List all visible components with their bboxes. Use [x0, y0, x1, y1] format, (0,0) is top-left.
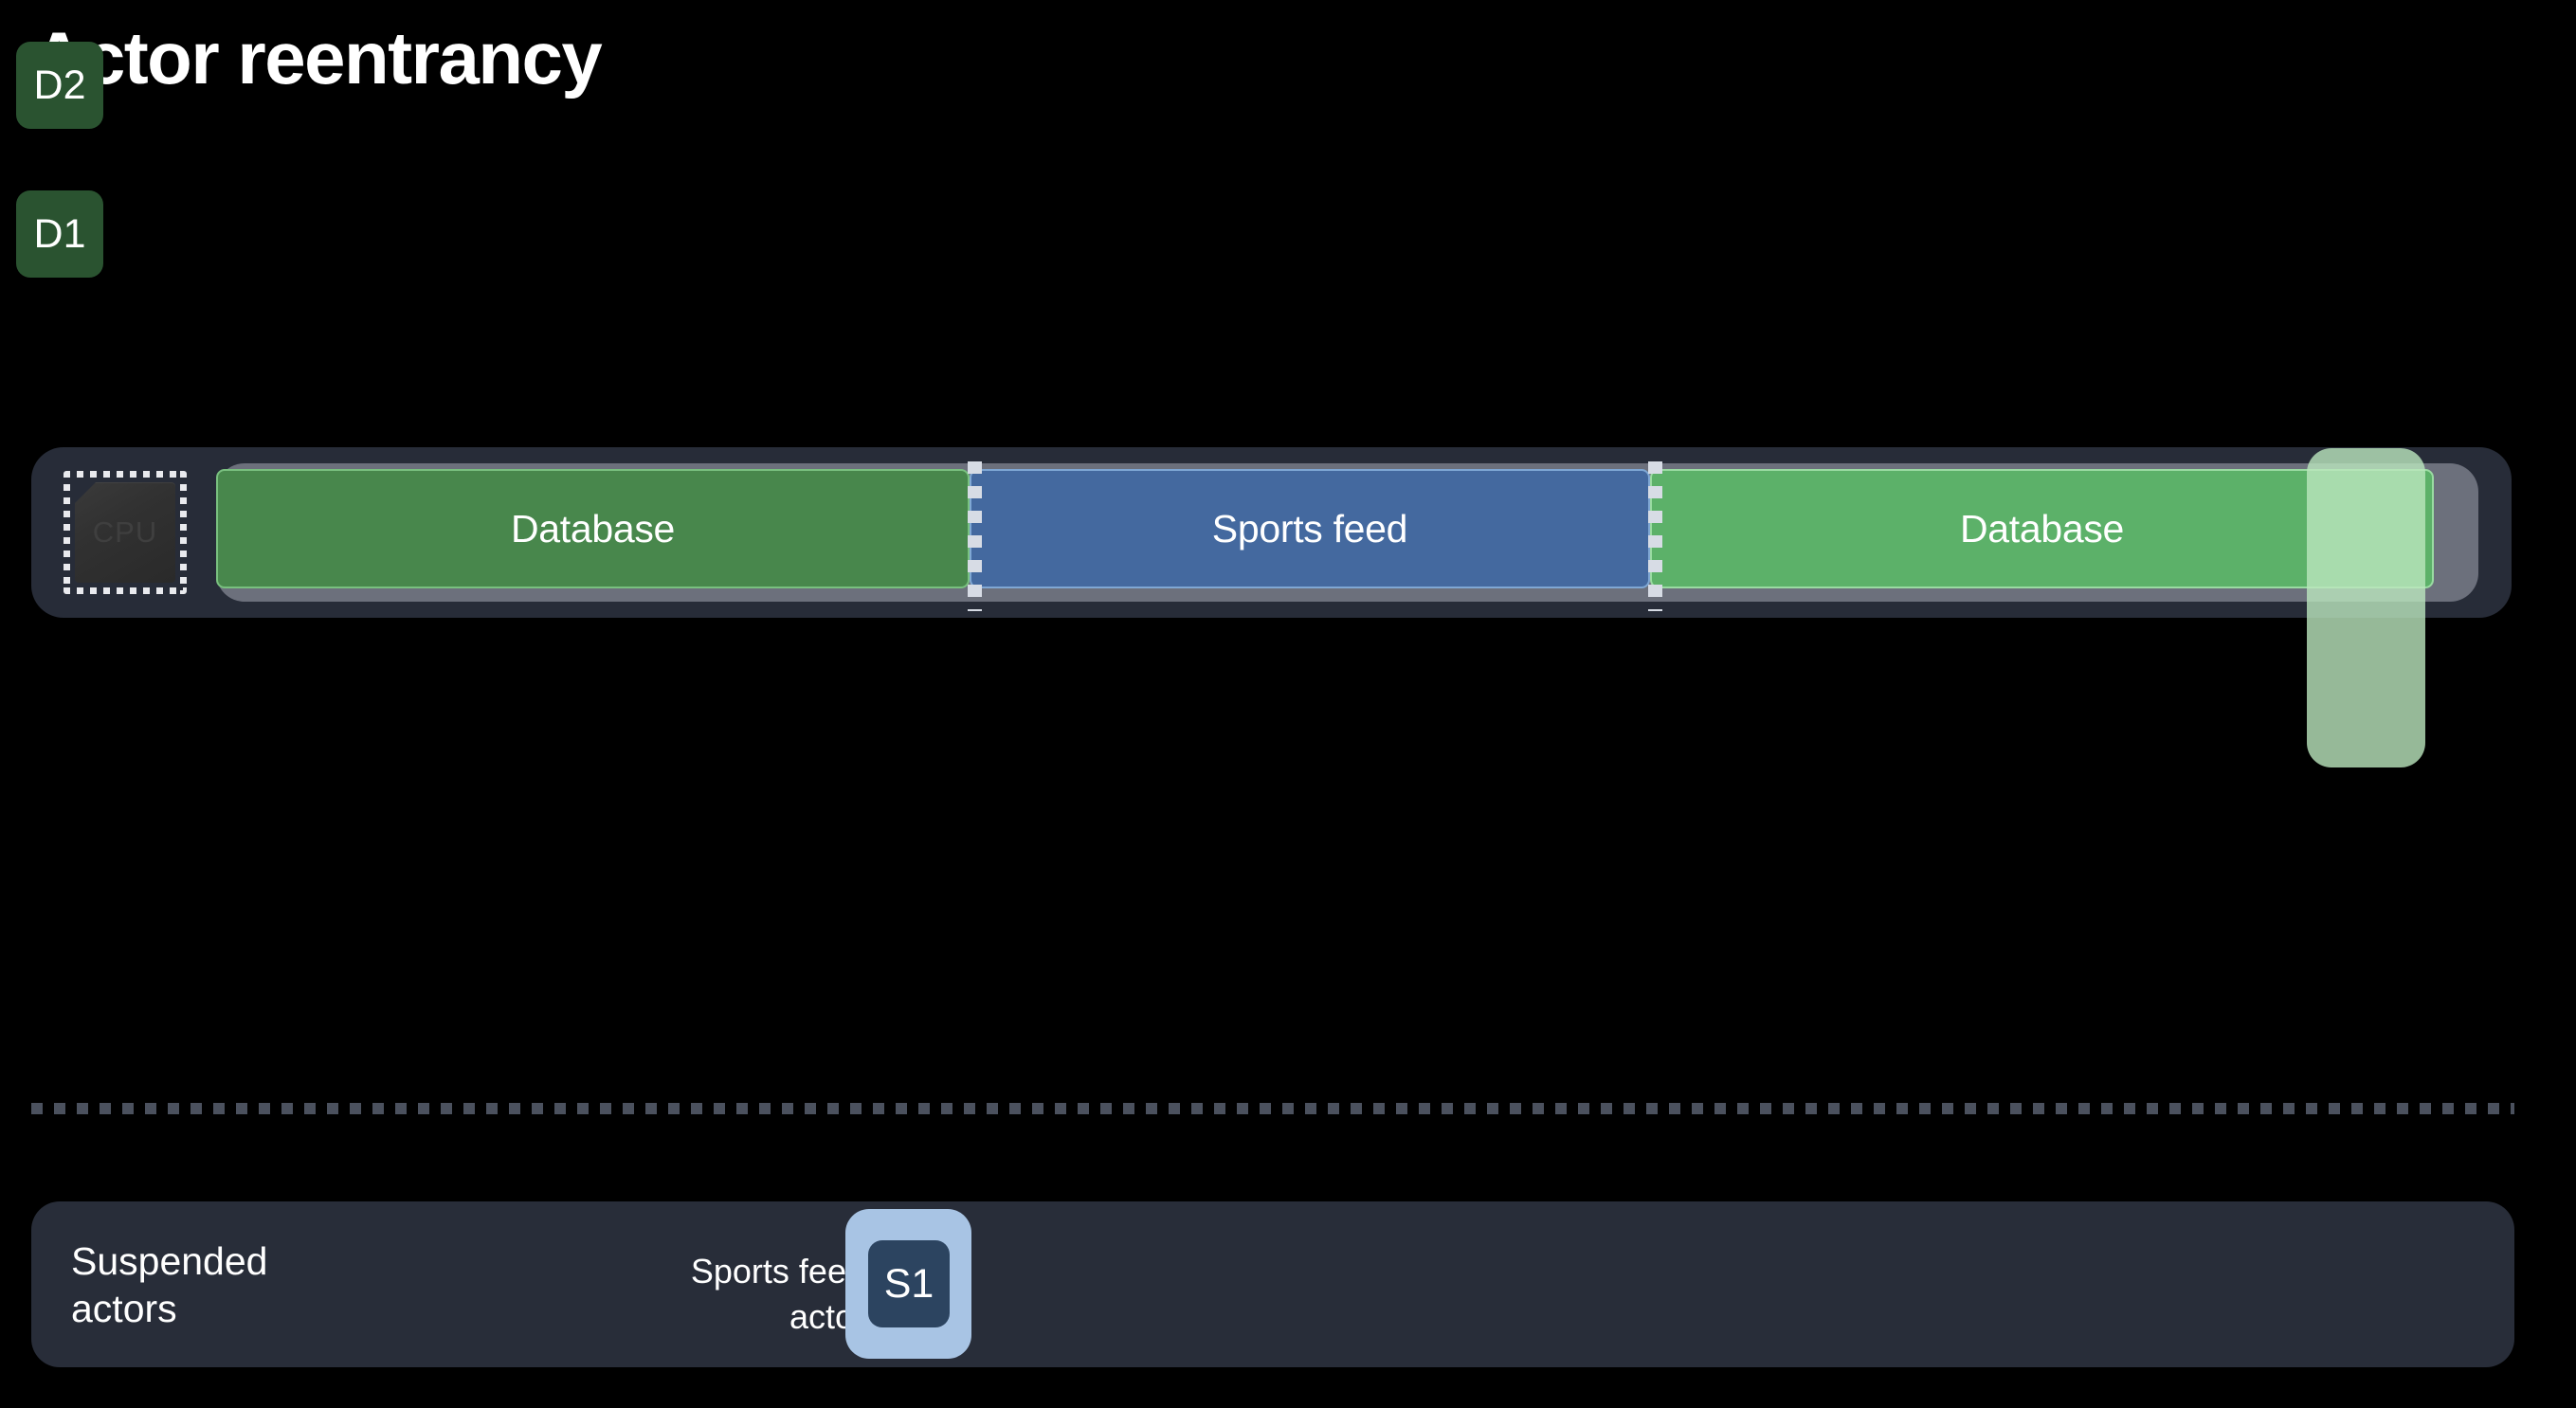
suspended-actors-panel: Suspended actors Sports feed actor [31, 1201, 2514, 1367]
suspension-point-marker-1 [968, 461, 982, 611]
sports-feed-actor-label: Sports feed actor [690, 1252, 865, 1336]
database-actor-queue [2307, 448, 2425, 767]
sports-feed-actor-queue: S1 [845, 1209, 971, 1359]
queue-badge-s1[interactable]: S1 [868, 1240, 950, 1327]
section-divider [31, 1103, 2514, 1114]
queue-badge-d1[interactable]: D1 [16, 190, 103, 278]
cpu-chip-icon: CPU [63, 471, 187, 594]
cpu-chip-body: CPU [75, 482, 175, 583]
queue-badge-d2[interactable]: D2 [16, 42, 103, 129]
page-title: Actor reentrancy [32, 16, 603, 99]
execution-blocks-row: Database Sports feed Database [216, 469, 2434, 588]
execution-block-database-1[interactable]: Database [216, 469, 970, 588]
suspended-actors-title: Suspended actors [71, 1239, 268, 1330]
execution-block-sports-feed[interactable]: Sports feed [970, 469, 1650, 588]
cpu-label: CPU [92, 515, 158, 549]
execution-block-database-2[interactable]: Database [1650, 469, 2434, 588]
suspension-point-marker-2 [1648, 461, 1662, 611]
